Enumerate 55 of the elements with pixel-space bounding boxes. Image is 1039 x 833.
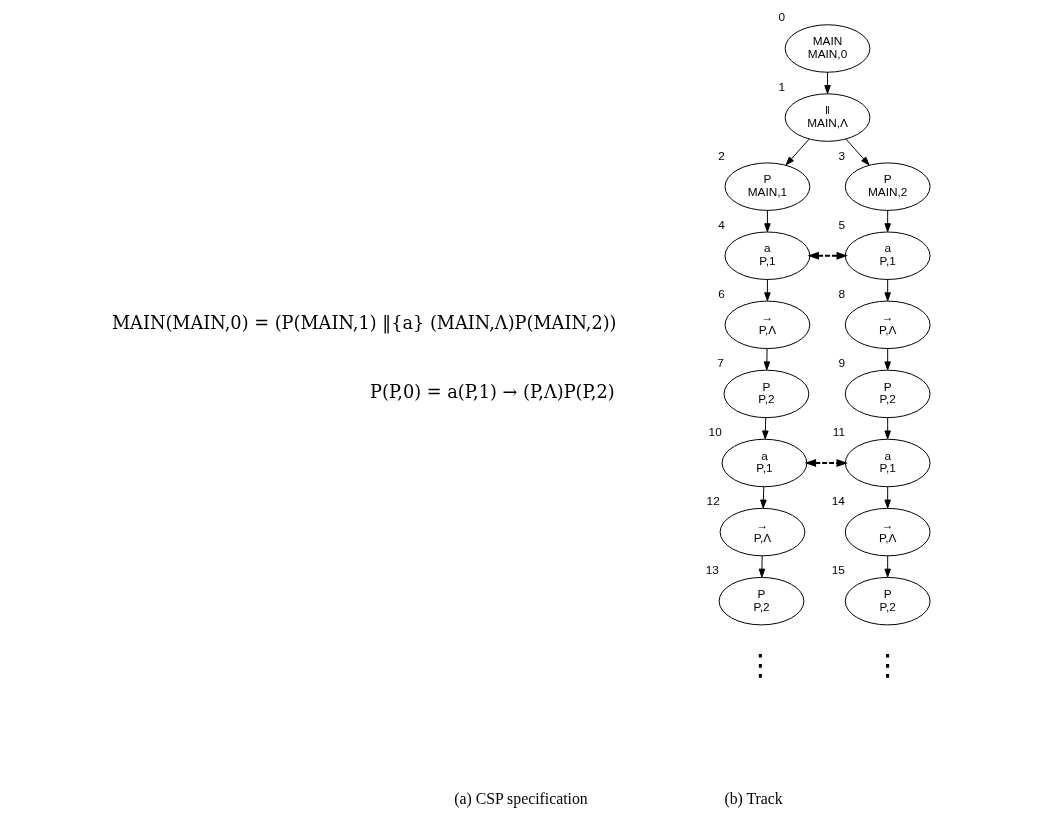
arrow: [761, 417, 769, 440]
arrow: [763, 348, 770, 371]
node-ellipse: P P,2: [718, 576, 804, 626]
node-label: 2: [717, 148, 725, 163]
label: P(P,0) = a(P,1) → (P,Λ)P(P,2): [369, 382, 615, 403]
node-ellipse: MAIN MAIN,0: [784, 24, 870, 73]
arrow: [763, 278, 771, 302]
node-ellipse: → P,Λ: [844, 507, 931, 557]
node-label: 11: [832, 424, 845, 439]
node-label: 6: [717, 286, 725, 301]
node-ellipse: → P,Λ: [724, 300, 810, 350]
label: ⋮: [872, 648, 902, 683]
node-label: 1: [777, 79, 785, 94]
arrow: [763, 209, 771, 233]
arrow: [759, 486, 767, 509]
arrow: [758, 555, 765, 578]
arrow: [883, 486, 891, 509]
node-ellipse: P MAIN,2: [844, 162, 931, 211]
node-ellipse: P P,2: [844, 576, 931, 626]
node-label: 5: [838, 217, 845, 232]
node-ellipse: P P,2: [844, 369, 931, 419]
node-ellipse: a P,1: [844, 438, 931, 488]
node-label: 14: [831, 494, 845, 509]
label: ⋮: [745, 648, 775, 683]
node-ellipse: → P,Λ: [844, 300, 931, 350]
node-label: 12: [706, 494, 720, 509]
node-label: 7: [716, 355, 724, 370]
node-ellipse: P P,2: [723, 369, 809, 419]
label: (b) Track: [723, 789, 783, 807]
node-label: 8: [838, 286, 845, 301]
node-label: 4: [717, 217, 725, 232]
arrow: [844, 138, 869, 166]
node-ellipse: a P,1: [724, 231, 810, 280]
arrow: [883, 417, 891, 440]
arrow: [883, 348, 891, 371]
node-ellipse: ‖ MAIN,Λ: [784, 93, 870, 142]
arrow: [806, 251, 848, 260]
node-label: 0: [777, 10, 785, 25]
label: (a) CSP specification: [453, 789, 588, 807]
node-ellipse: a P,1: [721, 438, 807, 488]
node-label: 3: [838, 148, 845, 163]
node-label: 13: [705, 563, 719, 578]
node-label: 15: [831, 563, 845, 578]
arrow: [883, 209, 891, 233]
arrow: [823, 71, 831, 94]
node-ellipse: a P,1: [844, 231, 931, 280]
node-label: 10: [708, 424, 722, 439]
arrow: [883, 278, 891, 302]
node-ellipse: → P,Λ: [719, 507, 805, 557]
arrow: [804, 459, 848, 467]
arrow: [883, 555, 891, 578]
node-label: 9: [838, 355, 845, 370]
node-ellipse: P MAIN,1: [724, 162, 810, 211]
label: MAIN(MAIN,0) = (P(MAIN,1) ‖{a} (MAIN,Λ)P(MAIN,2)): [111, 313, 617, 334]
arrow: [785, 138, 810, 166]
